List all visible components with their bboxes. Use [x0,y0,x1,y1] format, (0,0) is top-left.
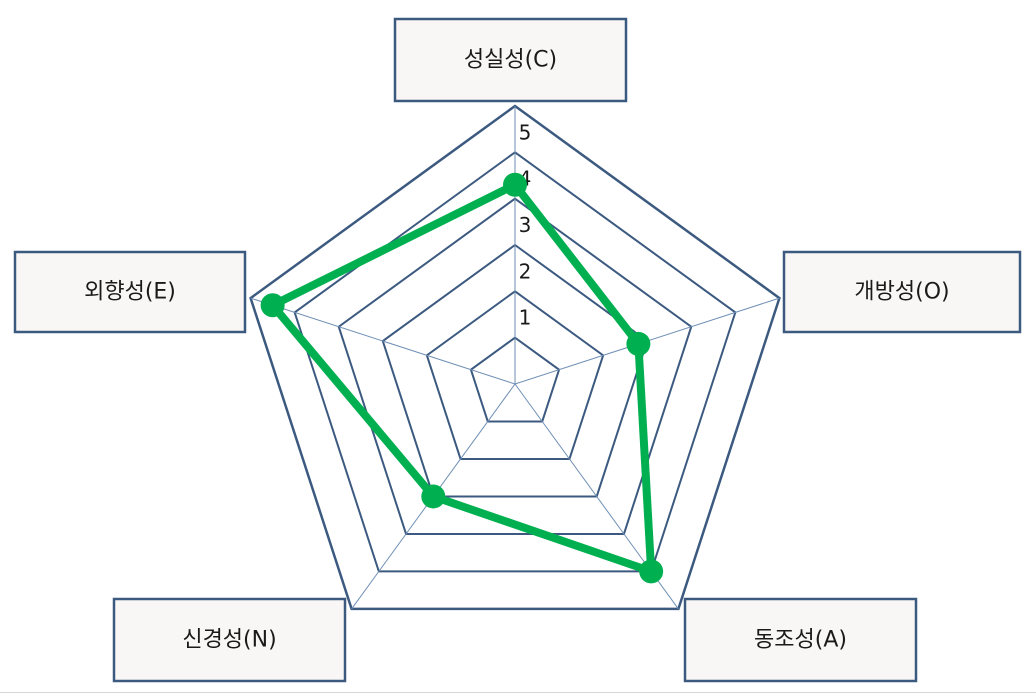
data-point [639,559,664,584]
series-line [268,180,656,576]
grid-ring-2 [425,290,605,460]
category-label-text: 개방성(O) [854,280,949,305]
bottom-divider [0,692,1036,693]
radial-tick-labels: 12345 [519,120,532,329]
grid-ring-5 [293,151,737,573]
category-label-c: 성실성(C) [393,17,628,103]
category-label-text: 외향성(E) [84,280,176,305]
tick-label: 2 [519,259,532,283]
data-point [503,172,527,197]
data-series [260,172,664,584]
tick-label: 3 [519,213,532,237]
data-point [260,293,285,318]
tick-label: 5 [519,120,532,144]
grid-ring-4 [337,197,693,535]
category-label-n: 신경성(N) [112,597,347,683]
category-label-o: 개방성(O) [782,250,1022,334]
category-label-text: 동조성(A) [754,628,847,653]
grid-ring-6 [249,104,781,611]
tick-label: 1 [519,306,532,330]
grid-ring-1 [469,336,561,423]
spoke-line [250,297,516,385]
category-label-a: 동조성(A) [683,597,918,683]
category-label-text: 성실성(C) [464,48,557,73]
category-label-text: 신경성(N) [182,628,276,653]
data-point [626,331,651,356]
category-label-e: 외향성(E) [13,250,247,334]
data-point [421,484,446,509]
